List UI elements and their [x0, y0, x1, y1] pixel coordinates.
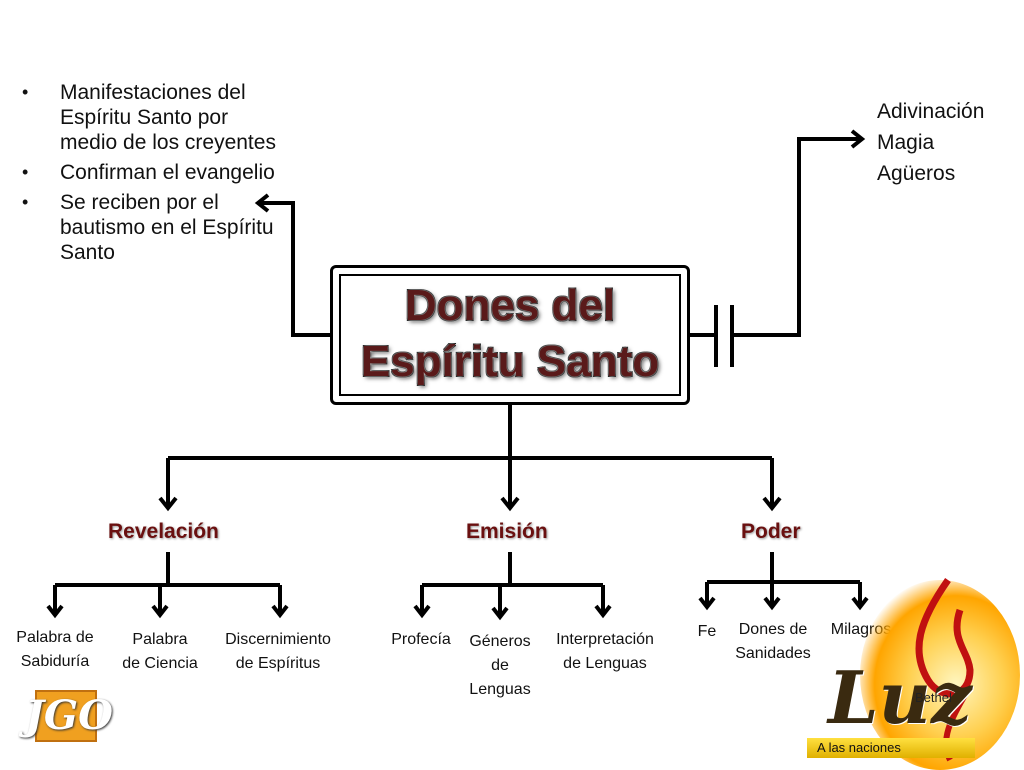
right-note-3: Agüeros — [877, 162, 956, 185]
arrow-to-right-notes — [732, 137, 862, 337]
igo-logo-box — [35, 690, 97, 742]
left-notes-list: •Manifestaciones del Espíritu Santo por … — [20, 80, 280, 270]
left-note-1: •Manifestaciones del Espíritu Santo por … — [22, 81, 276, 154]
category-revelacion: Revelación — [108, 520, 219, 543]
right-note-2: Magia — [877, 131, 935, 154]
title-inner-border — [339, 274, 681, 396]
leaf-generos-lenguas: Géneros de Lenguas — [469, 633, 531, 698]
igo-logo: JGO — [25, 690, 113, 742]
left-note-2: •Confirman el evangelio — [22, 161, 275, 184]
category-emision: Emisión — [466, 520, 548, 543]
arrow-to-left-notes — [258, 201, 330, 337]
leaf-palabra-ciencia: Palabra de Ciencia — [122, 631, 198, 672]
leaf-dones-sanidades: Dones de Sanidades — [735, 621, 811, 662]
leaf-fe: Fe — [697, 623, 717, 640]
bethel-text: Bethel — [915, 690, 952, 705]
central-title-box: Dones del Espíritu Santo — [330, 265, 690, 405]
luz-logo: Luz Bethel A las naciones — [800, 570, 1024, 770]
central-title: Dones del Espíritu Santo — [333, 278, 687, 390]
category-poder: Poder — [741, 520, 801, 543]
title-line-2: Espíritu Santo — [360, 337, 660, 386]
igo-logo-text: JGO — [25, 692, 113, 739]
title-line-1: Dones del — [404, 281, 616, 330]
leaf-palabra-sabiduria: Palabra de Sabiduría — [16, 629, 94, 670]
right-note-1: Adivinación — [877, 100, 985, 123]
leaf-discernimiento: Discernimiento de Espíritus — [225, 631, 331, 672]
right-notes-list: Adivinación Magia Agüeros — [877, 96, 984, 189]
left-note-3: •Se reciben por el bautismo en el Espíri… — [22, 191, 274, 264]
tagline-banner: A las naciones — [807, 738, 975, 758]
leaf-profecia: Profecía — [391, 631, 451, 648]
luz-logo-text: Luz — [828, 655, 972, 740]
leaf-interpretacion: Interpretación de Lenguas — [556, 631, 654, 672]
